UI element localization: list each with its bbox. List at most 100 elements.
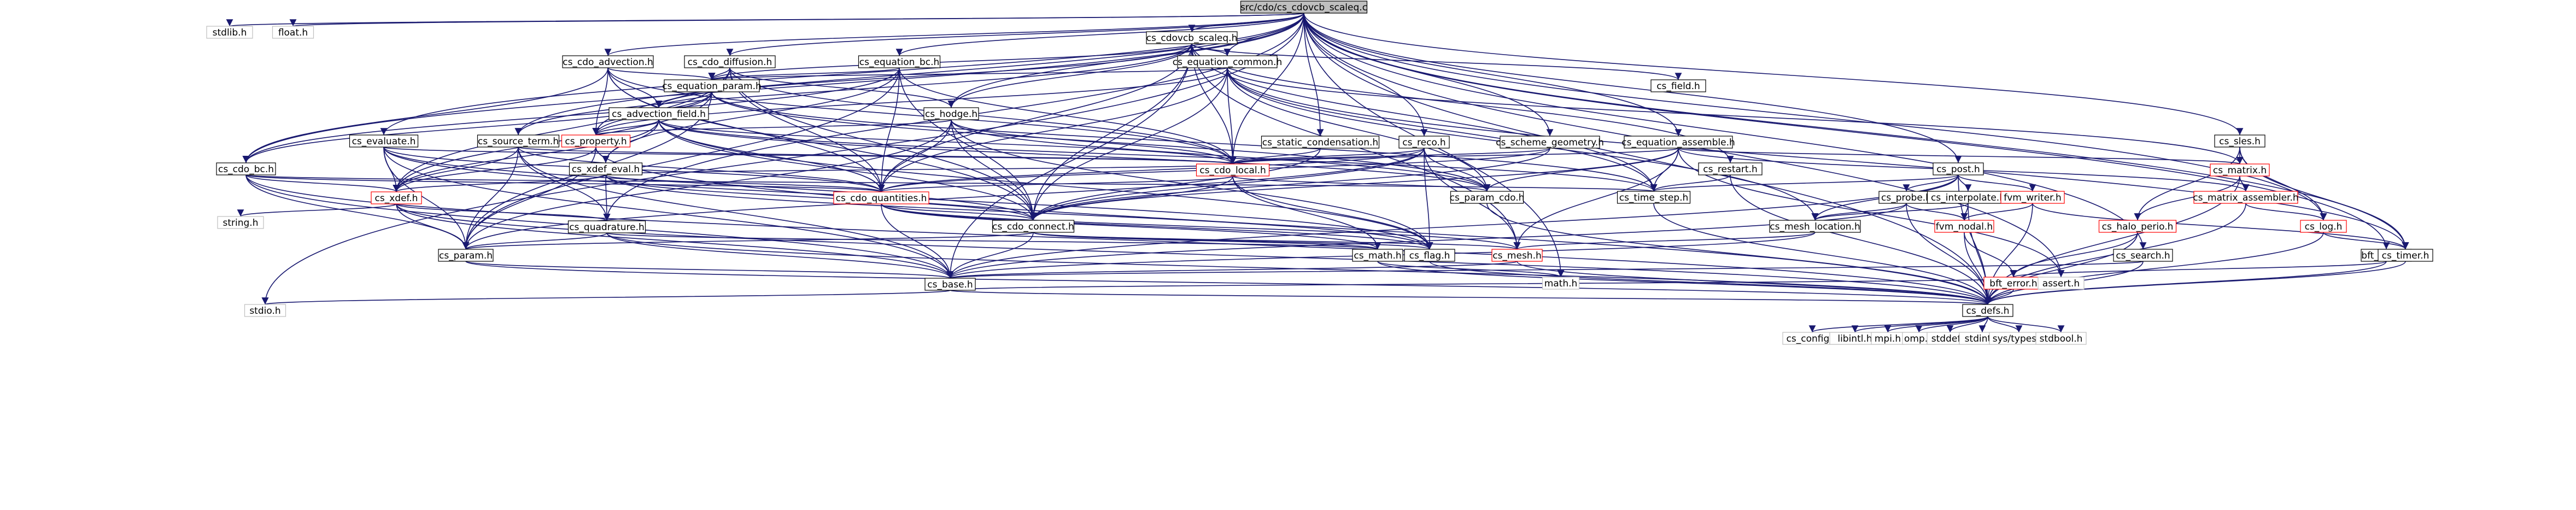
node-fvm-nodal-h[interactable]: fvm_nodal.h <box>1934 220 1994 233</box>
node-cs-math-h[interactable]: cs_math.h <box>1352 249 1403 262</box>
node-cs-field-h[interactable]: cs_field.h <box>1650 79 1706 92</box>
node-label: cs_quadrature.h <box>569 222 645 233</box>
node-label: cs_cdo_bc.h <box>218 164 274 175</box>
edge-cs-post-h-to-cs-interpolate-h <box>1958 174 1972 192</box>
edge-cs-cdo-diffusion-h-to-cs-cdo-connect-h <box>729 67 1037 221</box>
node-label: float.h <box>278 27 308 38</box>
node-cs-mesh-h[interactable]: cs_mesh.h <box>1491 249 1543 262</box>
edge-cs-cdo-connect-h-to-cs-base-h <box>946 232 1034 279</box>
node-cs-cdovcb-scaleq-h[interactable]: cs_cdovcb_scaleq.h <box>1146 31 1238 44</box>
edge-cs-property-h-to-cs-defs-h <box>595 146 1992 305</box>
node-label: string.h <box>223 218 259 228</box>
node-cs-equation-bc-h[interactable]: cs_equation_bc.h <box>858 55 941 68</box>
edge-cs-advection-field-h-to-cs-cdo-local-h <box>658 119 1237 165</box>
edge-cs-defs-h-to-mpi-h <box>1884 316 1988 333</box>
edge-cs-xdef-h-to-cs-base-h <box>396 203 954 279</box>
node-cs-equation-param-h[interactable]: cs_equation_param.h <box>662 79 762 92</box>
edge-cs-cdo-bc-h-to-cs-time-step-h <box>245 174 1656 192</box>
edge-cs-equation-common-h-to-cs-cdo-local-h <box>1227 67 1237 165</box>
edge-cs-cdo-bc-h-to-cs-cdo-quantities-h <box>245 174 885 192</box>
node-label: assert.h <box>2042 278 2080 289</box>
node-cs-evaluate-h[interactable]: cs_evaluate.h <box>349 134 419 148</box>
edge-cs-equation-common-h-to-cs-cdo-connect-h <box>1029 67 1228 221</box>
node-cs-property-h[interactable]: cs_property.h <box>561 134 631 148</box>
edge-cs-matrix-h-to-cs-halo-perio-h <box>2134 175 2240 221</box>
node-cs-halo-perio-h[interactable]: cs_halo_perio.h <box>2098 220 2177 233</box>
node-cs-param-cdo-h[interactable]: cs_param_cdo.h <box>1450 191 1525 204</box>
edge-cs-reco-h-to-cs-param-h <box>462 148 1425 250</box>
node-label: cs_equation_param.h <box>662 81 762 92</box>
node-string-h: string.h <box>217 216 264 229</box>
node-cs-flag-h[interactable]: cs_flag.h <box>1404 249 1455 262</box>
edge-cs-equation-param-h-to-cs-time-step-h <box>711 91 1658 192</box>
node-cs-equation-common-h[interactable]: cs_equation_common.h <box>1173 55 1282 68</box>
node-label: cs_matrix_assembler.h <box>2193 192 2298 203</box>
node-cs-timer-h[interactable]: cs_timer.h <box>2378 249 2433 262</box>
node-cs-interpolate-h[interactable]: cs_interpolate.h <box>1927 191 2010 204</box>
node-cs-base-h[interactable]: cs_base.h <box>924 278 976 291</box>
node-box <box>1933 162 1984 175</box>
node-cs-log-h[interactable]: cs_log.h <box>2300 220 2347 233</box>
node-box <box>272 26 314 39</box>
node-label: cs_base.h <box>927 279 973 290</box>
node-cs-matrix-assembler-h[interactable]: cs_matrix_assembler.h <box>2193 191 2299 204</box>
node-cs-hodge-h[interactable]: cs_hodge.h <box>923 107 979 120</box>
node-cs-sles-h[interactable]: cs_sles.h <box>2214 134 2265 148</box>
node-mpi-h: mpi.h <box>1871 332 1905 345</box>
node-label: cs_equation_bc.h <box>859 57 940 68</box>
node-box <box>1624 136 1733 149</box>
node-cs-restart-h[interactable]: cs_restart.h <box>1698 162 1763 175</box>
node-cs-xdef-h[interactable]: cs_xdef.h <box>371 191 422 204</box>
node-box <box>1146 31 1238 44</box>
node-cs-equation-assemble-h[interactable]: cs_equation_assemble.h <box>1621 136 1735 149</box>
node-fvm-writer-h[interactable]: fvm_writer.h <box>2000 191 2065 204</box>
node-cs-param-h[interactable]: cs_param.h <box>438 249 494 262</box>
edge-cs-cdo-quantities-h-to-cs-math-h <box>881 203 1381 250</box>
node-cs-search-h[interactable]: cs_search.h <box>2113 249 2173 262</box>
node-assert-h: assert.h <box>2038 277 2085 290</box>
edge-cs-advection-field-h-to-cs-time-step-h <box>658 119 1658 192</box>
node-cs-post-h[interactable]: cs_post.h <box>1933 162 1984 175</box>
node-label: bft_error.h <box>1989 278 2037 289</box>
edge-cs-xdef-h-to-cs-quadrature-h <box>396 203 611 221</box>
node-label: mpi.h <box>1875 333 1901 344</box>
node-cs-cdo-diffusion-h[interactable]: cs_cdo_diffusion.h <box>684 55 776 68</box>
node-cs-xdef-eval-h[interactable]: cs_xdef_eval.h <box>569 162 643 175</box>
node-cs-cdo-connect-h[interactable]: cs_cdo_connect.h <box>992 220 1075 233</box>
node-cs-matrix-h[interactable]: cs_matrix.h <box>2210 163 2270 177</box>
node-label: cs_advection_field.h <box>612 109 706 120</box>
node-cs-static-condensation-h[interactable]: cs_static_condensation.h <box>1261 136 1380 149</box>
node-cs-cdo-advection-h[interactable]: cs_cdo_advection.h <box>562 55 654 68</box>
edge-cs-equation-common-h-to-cs-cdo-quantities-h <box>877 67 1228 192</box>
node-src-cdo-cs-cdovcb-scaleq-c[interactable]: src/cdo/cs_cdovcb_scaleq.c <box>1240 1 1368 14</box>
node-cs-cdo-local-h[interactable]: cs_cdo_local.h <box>1196 163 1270 177</box>
node-cs-mesh-location-h[interactable]: cs_mesh_location.h <box>1769 220 1861 233</box>
edge-cs-cdo-bc-h-to-cs-xdef-h <box>245 174 400 192</box>
node-label: math.h <box>1544 278 1578 289</box>
edge-fvm-writer-h-to-cs-timer-h <box>2032 203 2409 250</box>
node-cs-defs-h[interactable]: cs_defs.h <box>1962 304 2013 317</box>
edge-cs-mesh-h-to-cs-base-h <box>947 261 1518 279</box>
edge-cs-matrix-assembler-h-to-cs-log-h <box>2245 203 2327 221</box>
node-box <box>1450 191 1524 204</box>
node-cs-advection-field-h[interactable]: cs_advection_field.h <box>608 107 709 120</box>
edge-cs-time-step-h-to-cs-defs-h <box>1653 203 1992 305</box>
node-cs-cdo-quantities-h[interactable]: cs_cdo_quantities.h <box>833 191 929 204</box>
node-box <box>217 216 264 229</box>
edge-cs-source-term-h-to-cs-cdo-quantities-h <box>518 146 885 192</box>
edge-cs-reco-h-to-cs-cdo-local-h <box>1229 148 1425 165</box>
node-cs-reco-h[interactable]: cs_reco.h <box>1398 136 1450 149</box>
node-bft-error-h[interactable]: bft_error.h <box>1983 277 2044 290</box>
node-cs-cdo-bc-h[interactable]: cs_cdo_bc.h <box>216 162 276 175</box>
node-label: cs_cdo_diffusion.h <box>688 57 772 68</box>
node-cs-quadrature-h[interactable]: cs_quadrature.h <box>567 220 646 233</box>
node-cs-scheme-geometry-h[interactable]: cs_scheme_geometry.h <box>1496 136 1604 149</box>
edge-cs-probe-h-to-fvm-nodal-h <box>1906 203 1968 221</box>
node-label: omp.h <box>1904 333 1934 344</box>
node-cs-probe-h[interactable]: cs_probe.h <box>1878 191 1934 204</box>
node-cs-time-step-h[interactable]: cs_time_step.h <box>1617 191 1691 204</box>
edge-cs-source-term-h-to-cs-quadrature-h <box>518 146 611 221</box>
node-cs-source-term-h[interactable]: cs_source_term.h <box>477 134 560 148</box>
node-box <box>2113 249 2173 262</box>
